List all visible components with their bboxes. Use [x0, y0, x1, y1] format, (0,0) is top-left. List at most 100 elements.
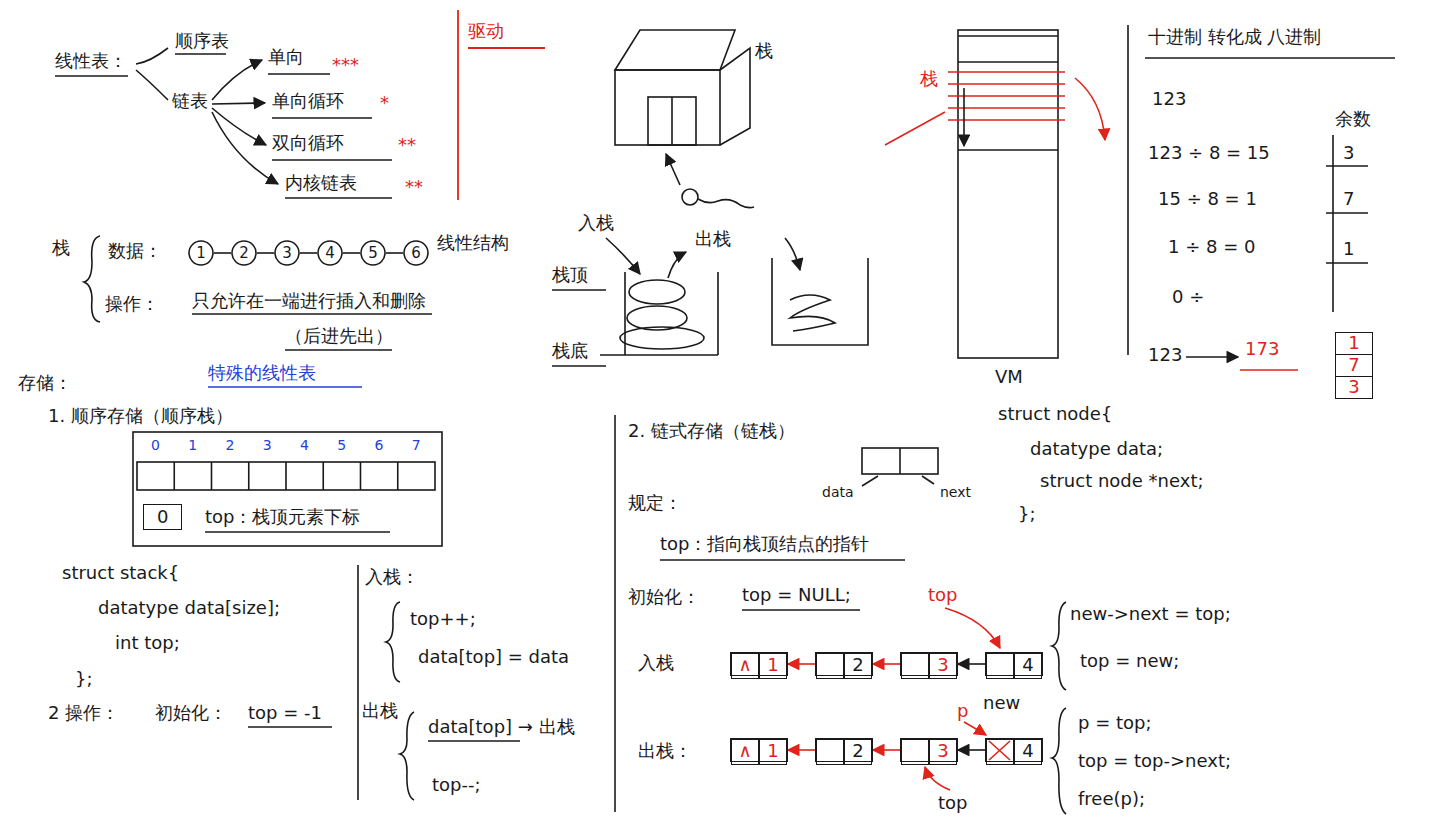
- octal-worksheet: [1326, 166, 1368, 263]
- handwritten-label: datatype data[size];: [98, 597, 280, 619]
- connector: [873, 749, 900, 751]
- handwritten-label: 123: [1148, 344, 1182, 366]
- handwritten-label: top: [938, 792, 968, 814]
- plate-stack-drawing: [600, 272, 718, 355]
- node-text: 1: [759, 739, 787, 765]
- empty-pointer-cell: [816, 739, 844, 765]
- handwritten-label: 3: [1343, 142, 1354, 164]
- handwritten-label: 余数: [1335, 108, 1371, 130]
- top-index-box: 0: [143, 504, 182, 530]
- plate-stack-drawing: [606, 238, 640, 274]
- node-text: 5: [368, 240, 378, 266]
- handwritten-label: 6: [375, 437, 384, 454]
- connector: [788, 663, 815, 665]
- handwritten-label: top = -1: [248, 702, 322, 724]
- tree-bracket: [285, 197, 392, 199]
- list-node: 2: [815, 652, 873, 676]
- sequential-stack-drawing: [248, 726, 332, 728]
- sequential-stack-drawing: [174, 462, 398, 490]
- handwritten-label: 0: [151, 437, 160, 454]
- handwritten-label: 初始化：: [628, 586, 700, 608]
- handwritten-label: 只允许在一端进行插入和删除: [192, 290, 426, 312]
- tree-bracket: [212, 103, 265, 104]
- empty-pointer-cell: [986, 739, 1014, 765]
- circle-outline: [189, 241, 213, 265]
- sequential-stack-drawing: [400, 712, 414, 800]
- connector: [958, 663, 985, 665]
- circle-outline: [232, 241, 256, 265]
- house-drawing: [671, 97, 673, 145]
- node-text: ∧: [731, 653, 759, 679]
- house-drawing: [615, 30, 754, 208]
- octal-worksheet: [1332, 135, 1334, 312]
- connector: [257, 252, 274, 254]
- handwritten-label: 栈: [52, 237, 70, 259]
- tree-bracket: [175, 53, 226, 55]
- node-text: 2: [844, 739, 872, 765]
- handwritten-label: 内核链表: [285, 172, 357, 194]
- sequential-stack-drawing: [428, 740, 520, 742]
- sequential-stack-drawing: [357, 565, 359, 800]
- connector: [788, 749, 815, 751]
- octal-worksheet: [1240, 369, 1298, 371]
- stack-brace: [208, 386, 362, 388]
- tree-bracket: [212, 112, 278, 184]
- linked-stack-drawing: [964, 722, 986, 735]
- memory-drawing: [958, 30, 1058, 358]
- handwritten-label: data[top] → 出栈: [428, 716, 575, 738]
- handwritten-label: free(p);: [1078, 788, 1145, 810]
- plate-stack-drawing: [629, 280, 685, 304]
- tree-bracket: [268, 73, 330, 75]
- octal-worksheet: [1128, 25, 1395, 370]
- handwritten-label: top = top->next;: [1078, 750, 1231, 772]
- handwritten-label: 存储：: [18, 372, 72, 394]
- plate-stack-drawing: [772, 258, 868, 345]
- house-drawing: [615, 30, 735, 70]
- node-text: 3: [282, 240, 292, 266]
- handwritten-label: VM: [995, 366, 1023, 388]
- node-text: 6: [411, 240, 421, 266]
- handwritten-label: 123 ÷ 8 = 15: [1148, 142, 1270, 164]
- handwritten-label: 15 ÷ 8 = 1: [1158, 188, 1257, 210]
- node-text: 0: [157, 505, 168, 529]
- linked-stack-drawing: [660, 559, 905, 561]
- memory-drawing: [963, 88, 965, 146]
- octal-stack-cell: 1: [1335, 332, 1373, 355]
- linked-stack-drawing: [945, 608, 1000, 648]
- octal-worksheet: [1127, 25, 1129, 355]
- stack-brace: [285, 349, 392, 351]
- plate-stack-drawing: [552, 238, 868, 366]
- handwritten-label: 173: [1245, 338, 1279, 360]
- linked-stack-drawing: [899, 448, 901, 474]
- tree-bracket: [136, 70, 168, 100]
- handwritten-label: top = NULL;: [742, 584, 851, 606]
- red-divider: [468, 47, 545, 49]
- linked-stack-drawing: [1052, 602, 1066, 690]
- node-text: 3: [929, 739, 957, 765]
- handwritten-label: 1 ÷ 8 = 0: [1168, 236, 1255, 258]
- list-node: 4: [985, 738, 1043, 762]
- linked-stack-drawing: [614, 415, 616, 812]
- node-text: 1: [759, 653, 787, 679]
- circle-outline: [275, 241, 299, 265]
- node-text: 3: [1348, 377, 1359, 397]
- octal-worksheet: [1186, 356, 1238, 358]
- list-node: ∧1: [730, 652, 788, 676]
- stack-brace: [84, 236, 100, 322]
- handwritten-label: 2: [226, 437, 235, 454]
- tree-bracket: [136, 48, 168, 64]
- handwritten-label: 操作：: [105, 293, 159, 315]
- handwritten-label: 线性结构: [437, 232, 509, 254]
- handwritten-label: int top;: [115, 632, 180, 654]
- red-divider: [458, 10, 545, 200]
- handwritten-label: p = top;: [1078, 712, 1152, 734]
- node-text: ∧: [731, 739, 759, 765]
- handwritten-label: data: [822, 484, 854, 501]
- node-text: 4: [325, 240, 335, 266]
- plate-stack-drawing: [790, 295, 835, 331]
- handwritten-label: 线性表：: [55, 50, 127, 72]
- sequential-stack-drawing: [133, 432, 442, 546]
- list-node: 4: [985, 652, 1043, 676]
- list-node: 3: [900, 738, 958, 762]
